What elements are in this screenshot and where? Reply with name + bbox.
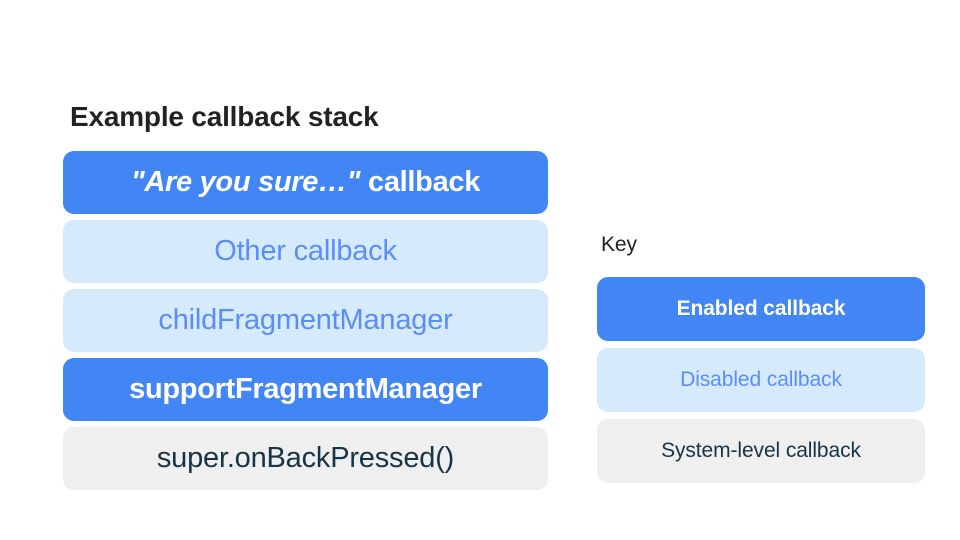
key-item-label: Disabled callback (680, 368, 842, 391)
stack-item-child-fragment-manager: childFragmentManager (63, 289, 548, 352)
key-item-label: Enabled callback (676, 297, 846, 320)
stack-item-are-you-sure-callback: "Are you sure…" callback (63, 151, 548, 214)
stack-item-support-fragment-manager: supportFragmentManager (63, 358, 548, 421)
key-item-enabled-callback: Enabled callback (597, 277, 925, 341)
stack-item-label: supportFragmentManager (129, 373, 482, 405)
key-item-system-level-callback: System-level callback (597, 419, 925, 483)
key-item-disabled-callback: Disabled callback (597, 348, 925, 412)
stack-item-label-quoted: "Are you sure…" (130, 166, 361, 198)
stack-item-label: childFragmentManager (158, 304, 453, 336)
stack-item-label: super.onBackPressed() (156, 442, 455, 474)
stack-item-other-callback: Other callback (63, 220, 548, 283)
key-panel: Key Enabled callback Disabled callback S… (597, 232, 925, 483)
key-item-label: System-level callback (661, 439, 861, 462)
stack-item-label-plain: callback (360, 166, 481, 198)
callback-stack-panel: Example callback stack "Are you sure…" c… (63, 100, 548, 490)
key-title: Key (601, 233, 637, 256)
key-list: Enabled callback Disabled callback Syste… (597, 277, 925, 483)
stack-title: Example callback stack (70, 101, 379, 132)
callback-stack-list: "Are you sure…" callback Other callback … (63, 151, 548, 490)
stack-item-label: Other callback (214, 235, 397, 267)
stack-item-super-on-back-pressed: super.onBackPressed() (63, 427, 548, 490)
stack-item-label: "Are you sure…" callback (131, 166, 480, 199)
